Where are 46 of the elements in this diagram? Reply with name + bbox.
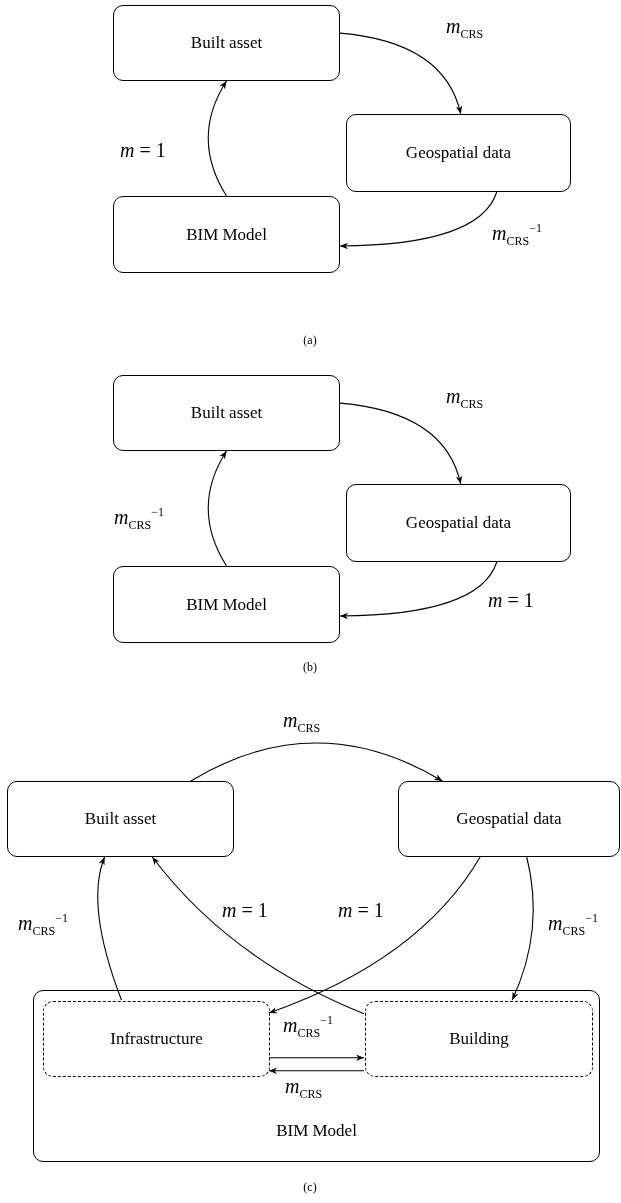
dashed-box bbox=[365, 1001, 593, 1077]
process-box bbox=[398, 781, 620, 857]
arrow bbox=[268, 1054, 365, 1061]
arrow bbox=[339, 32, 462, 115]
node-label: BIM Model bbox=[186, 594, 267, 615]
process-box bbox=[113, 5, 340, 81]
node-label: Built asset bbox=[84, 809, 157, 829]
process-box bbox=[7, 781, 234, 857]
arrow bbox=[207, 450, 228, 567]
node-label: BIM Model bbox=[276, 1121, 357, 1141]
arrow bbox=[339, 402, 462, 485]
node-label: Geospatial data bbox=[405, 513, 512, 533]
process-box bbox=[346, 484, 571, 562]
node-label: Geospatial data bbox=[405, 143, 512, 163]
edge-label: m = 1 bbox=[222, 900, 268, 920]
process-box bbox=[113, 196, 340, 273]
figure-caption: (b) bbox=[302, 660, 318, 675]
node-label: BIM Model bbox=[186, 224, 267, 245]
edge-label: m = 1 bbox=[120, 140, 166, 160]
figure-caption: (a) bbox=[302, 333, 318, 348]
node-label: Building bbox=[449, 1029, 509, 1049]
arrow bbox=[339, 561, 498, 620]
process-box bbox=[113, 375, 340, 451]
node-label: Infrastructure bbox=[110, 1029, 203, 1049]
node-label: Built asset bbox=[190, 33, 263, 53]
edge-label: m$_{CRS}$ bbox=[283, 710, 321, 734]
edge-label: m$_{CRS}$ bbox=[446, 386, 484, 410]
dashed-box bbox=[43, 1001, 270, 1077]
arrow bbox=[268, 1067, 365, 1074]
arrow bbox=[339, 191, 498, 250]
arrow bbox=[207, 80, 228, 197]
arrow bbox=[268, 856, 481, 1014]
container-box bbox=[33, 990, 600, 1162]
edge-label: m$_{CRS}$ bbox=[285, 1076, 323, 1100]
process-box bbox=[113, 566, 340, 643]
node-label: Geospatial data bbox=[456, 809, 562, 829]
node-label: Built asset bbox=[190, 403, 263, 423]
arrow bbox=[190, 742, 443, 782]
arrow bbox=[151, 856, 365, 1015]
figure-caption: (c) bbox=[302, 1180, 318, 1195]
arrow bbox=[511, 856, 534, 1001]
arrow bbox=[97, 856, 122, 1001]
edge-label: m = 1 bbox=[488, 590, 534, 610]
process-box bbox=[346, 114, 571, 192]
edge-label: m$_{CRS}$ bbox=[446, 16, 484, 40]
edge-label: m = 1 bbox=[338, 900, 384, 920]
